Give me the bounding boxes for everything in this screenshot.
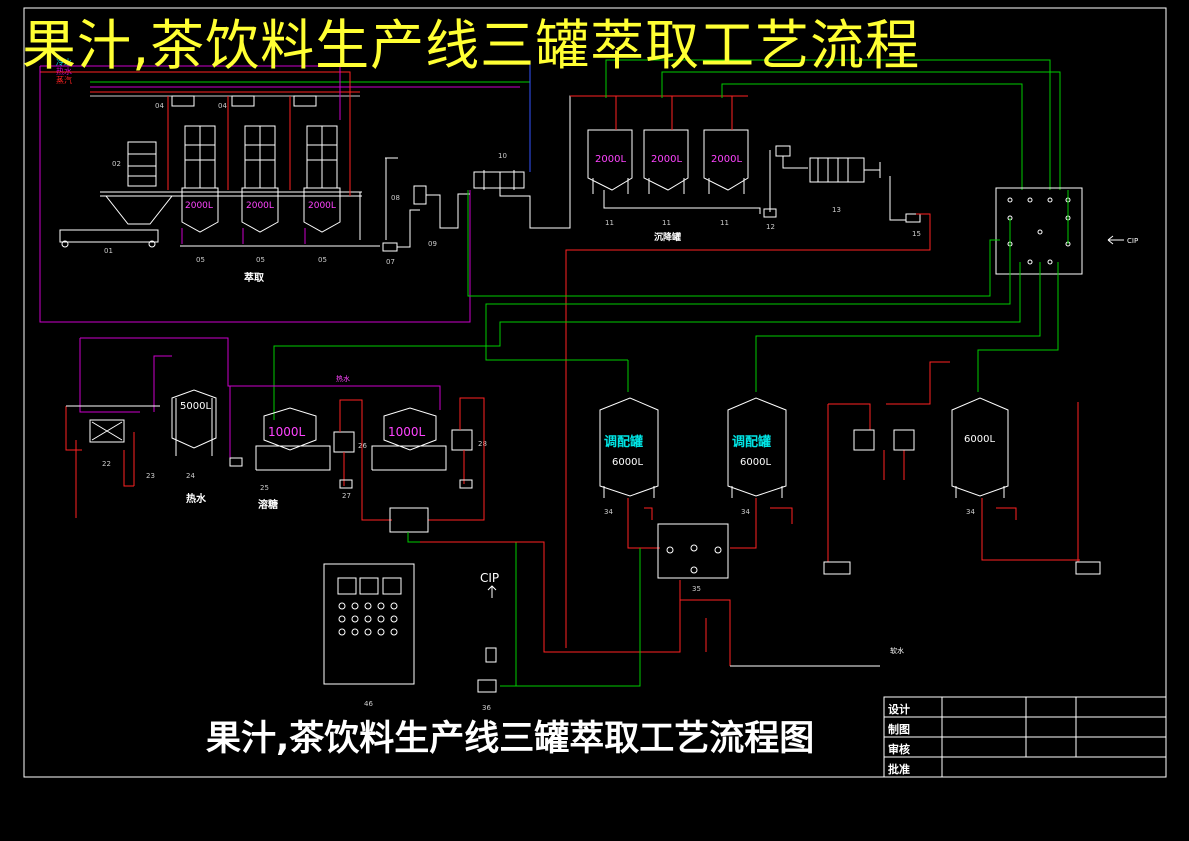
title-block-design: 设计	[888, 703, 910, 716]
label-cip-bottom: CIP	[480, 571, 499, 585]
label-02: 02	[112, 160, 121, 168]
extraction-tank-1	[171, 95, 219, 233]
label-11c: 11	[720, 219, 729, 227]
extraction-tank-3	[293, 95, 341, 233]
label-15: 15	[912, 230, 921, 238]
legend-hot-water: 热水	[56, 66, 72, 76]
hot-water-section: 22 23 5000L 24 热水 1000L 1000L 25 溶糖 热水 2…	[65, 337, 517, 687]
drawing-border	[23, 7, 1167, 778]
title-block-approve: 批准	[888, 763, 910, 776]
sugar-tank-1-volume: 1000L	[268, 425, 306, 439]
label-28: 28	[478, 440, 487, 448]
label-04b: 04	[218, 102, 227, 110]
label-36: 36	[482, 704, 491, 712]
label-07: 07	[386, 258, 395, 266]
cip-distributor: CIP	[273, 187, 1138, 420]
label-sugar: 溶糖	[258, 498, 278, 511]
plate-filter	[769, 145, 921, 223]
legend-cold-water: 冷水	[56, 57, 72, 67]
label-26: 26	[358, 442, 367, 450]
filter-chain	[382, 95, 610, 252]
label-hot-water-pipe: 热水	[336, 374, 350, 383]
storage-tank-volume: 6000L	[964, 434, 995, 445]
extraction-tank-3-volume: 2000L	[308, 201, 336, 211]
label-05a: 05	[196, 256, 205, 264]
label-24: 24	[186, 472, 195, 480]
settling-tank-3-volume: 2000L	[711, 154, 742, 165]
label-05c: 05	[318, 256, 327, 264]
label-10: 10	[498, 152, 507, 160]
label-04a: 04	[155, 102, 164, 110]
label-12: 12	[766, 223, 775, 231]
extraction-section: 01 02 200	[39, 65, 471, 323]
label-hot-water: 热水	[186, 492, 207, 505]
label-11b: 11	[662, 219, 671, 227]
label-34c: 34	[966, 508, 975, 516]
label-27: 27	[342, 492, 351, 500]
label-return-water: 软水	[890, 646, 904, 655]
label-22: 22	[102, 460, 111, 468]
label-25: 25	[260, 484, 269, 492]
settling-tank-1-volume: 2000L	[595, 154, 626, 165]
label-settling: 沉降罐	[654, 231, 681, 243]
legend-steam: 蒸汽	[56, 75, 72, 85]
hot-water-tank-volume: 5000L	[180, 401, 211, 412]
label-11a: 11	[605, 219, 614, 227]
feed-hopper	[104, 141, 174, 225]
cip-bottom: CIP 36	[477, 571, 499, 712]
extraction-tank-2-volume: 2000L	[246, 201, 274, 211]
control-cabinet	[323, 563, 415, 685]
title-block-review: 审核	[888, 743, 910, 756]
settling-section: 2000L 2000L 2000L 11 11 11 12 沉降罐	[570, 59, 1061, 243]
blending-tank-2-volume: 6000L	[740, 457, 771, 468]
label-46: 46	[364, 700, 373, 708]
sugar-tank-2-volume: 1000L	[388, 425, 426, 439]
label-08: 08	[391, 194, 400, 202]
extraction-tank-1-volume: 2000L	[185, 201, 213, 211]
blending-tank-1-label: 调配罐	[604, 434, 643, 450]
drawing-title: 果汁,茶饮料生产线三罐萃取工艺流程图	[206, 719, 815, 759]
label-34b: 34	[741, 508, 750, 516]
settling-tank-2-volume: 2000L	[651, 154, 682, 165]
label-23: 23	[146, 472, 155, 480]
blending-tank-2-label: 调配罐	[732, 434, 771, 450]
label-13: 13	[832, 206, 841, 214]
extraction-tank-2	[231, 95, 279, 233]
conveyor	[59, 229, 159, 243]
label-34a: 34	[604, 508, 613, 516]
label-extraction: 萃取	[244, 271, 265, 284]
top-title: 果汁,茶饮料生产线三罐萃取工艺流程	[22, 14, 921, 77]
title-block	[883, 696, 1167, 778]
label-35: 35	[692, 585, 701, 593]
blending-section: 调配罐 6000L 调配罐 6000L 6000L 34 34 34	[420, 360, 1101, 687]
label-05b: 05	[256, 256, 265, 264]
label-09: 09	[428, 240, 437, 248]
label-01: 01	[104, 247, 113, 255]
title-block-draw: 制图	[888, 723, 910, 736]
blending-tank-1-volume: 6000L	[612, 457, 643, 468]
label-cip-right: CIP	[1127, 237, 1138, 245]
